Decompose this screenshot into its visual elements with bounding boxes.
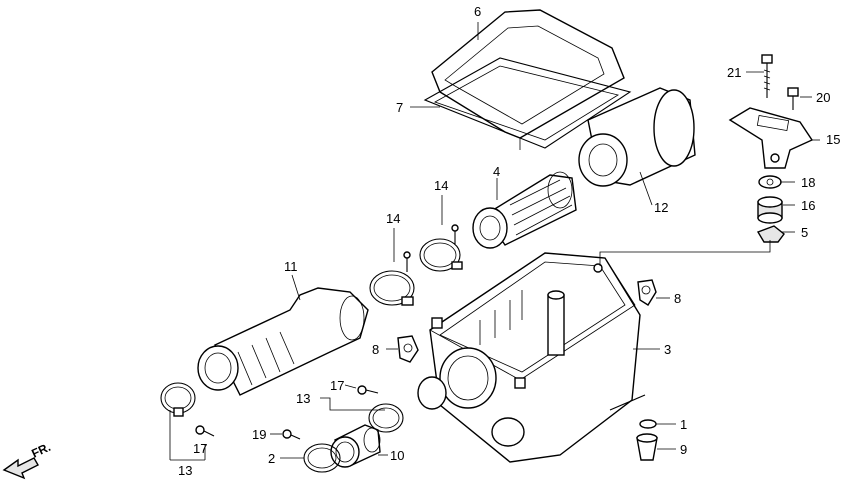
part-1-band <box>639 419 657 429</box>
part-18-collar <box>758 175 782 189</box>
part-14-clamp-upper <box>419 238 463 272</box>
screw-14-upper <box>451 224 459 244</box>
screw-19 <box>282 429 301 440</box>
callout-14-lower: 14 <box>386 211 400 226</box>
part-12-filter-element <box>578 87 696 187</box>
callout-17-upper: 17 <box>330 378 344 393</box>
callout-8-left: 8 <box>372 342 379 357</box>
part-20-bolt <box>787 87 799 110</box>
screw-17-lower <box>195 425 215 437</box>
part-6-cover <box>431 9 625 150</box>
part-9-drain-plug <box>636 433 658 461</box>
callout-21: 21 <box>727 65 741 80</box>
callout-11: 11 <box>284 259 298 274</box>
part-14-clamp-lower <box>369 270 415 306</box>
callout-5: 5 <box>801 225 808 240</box>
front-direction-label: FR. <box>29 440 52 461</box>
part-8-clip-left <box>397 335 419 363</box>
part-5-nut <box>756 225 785 243</box>
screw-14-lower <box>403 251 411 272</box>
callout-8-right: 8 <box>674 291 681 306</box>
callout-20: 20 <box>816 90 830 105</box>
leader-lines <box>169 22 820 461</box>
part-8-clip-right <box>637 279 657 306</box>
part-10-connecting-tube <box>330 424 381 468</box>
callout-labels: 6 7 4 14 14 11 12 21 20 15 18 16 5 8 8 3… <box>178 4 840 478</box>
callout-15: 15 <box>826 132 840 147</box>
callout-13-lower: 13 <box>178 463 192 478</box>
part-13-clamp-left <box>160 382 196 417</box>
part-3-air-cleaner-case <box>417 252 641 463</box>
callout-18: 18 <box>801 175 815 190</box>
part-16-grommet <box>757 196 783 224</box>
callout-9: 9 <box>680 442 687 457</box>
callout-2: 2 <box>268 451 275 466</box>
part-21-bolt <box>761 54 773 98</box>
screw-17-upper <box>357 385 379 395</box>
callout-13-upper: 13 <box>296 391 310 406</box>
callout-6: 6 <box>474 4 481 19</box>
part-7-gasket <box>423 57 632 149</box>
callout-1: 1 <box>680 417 687 432</box>
callout-4: 4 <box>493 164 500 179</box>
part-15-bracket <box>728 107 814 169</box>
part-4-inner-element <box>472 171 577 249</box>
callout-12: 12 <box>654 200 668 215</box>
part-11-intake-duct <box>197 287 369 396</box>
callout-3: 3 <box>664 342 671 357</box>
callout-17-lower: 17 <box>193 441 207 456</box>
callout-7: 7 <box>396 100 403 115</box>
callout-14-upper: 14 <box>434 178 448 193</box>
front-direction-arrow: FR. <box>2 440 53 480</box>
part-13-clamp-right <box>368 403 404 433</box>
callout-19: 19 <box>252 427 266 442</box>
callout-16: 16 <box>801 198 815 213</box>
callout-10: 10 <box>390 448 404 463</box>
